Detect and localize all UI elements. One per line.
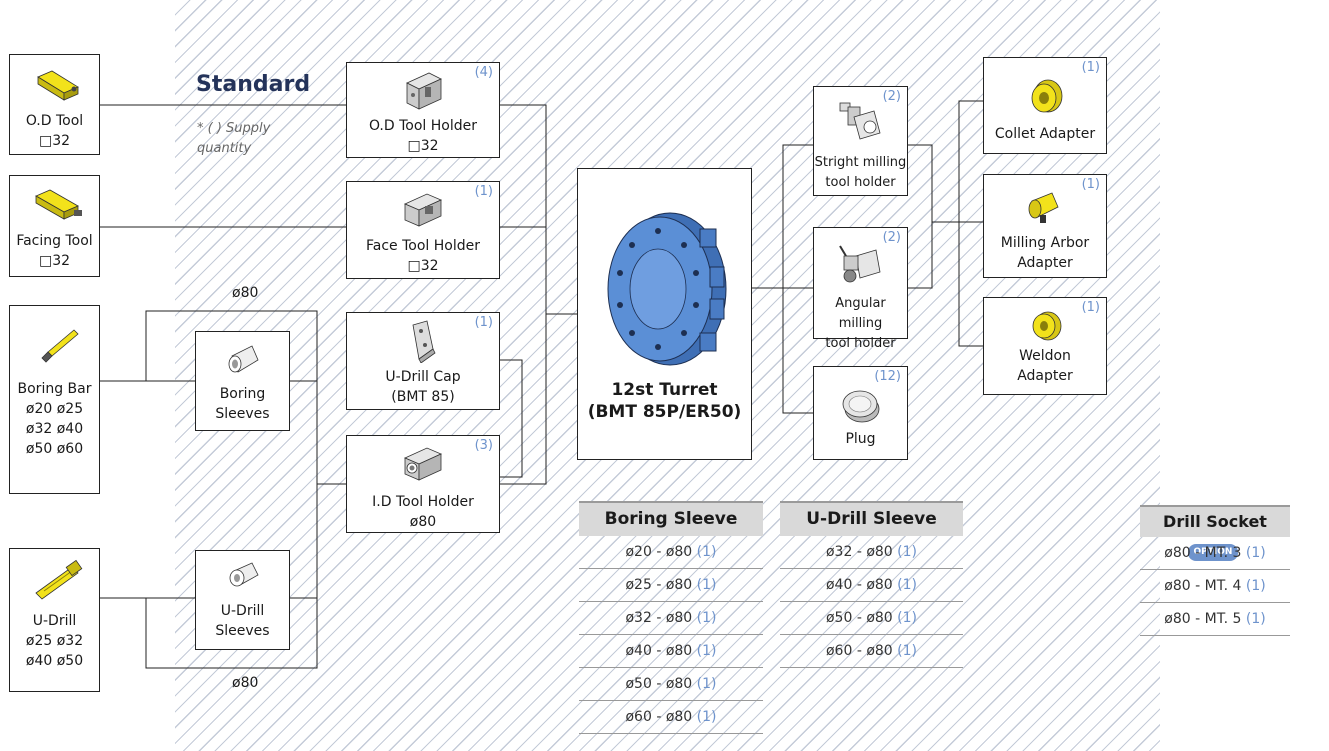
table-row: ø60 - ø80 (1) — [780, 635, 963, 668]
od-tool-holder-icon — [406, 72, 442, 110]
od-tool-holder-box: (4) O.D Tool Holder□32 — [346, 62, 500, 158]
table-row: ø32 - ø80 (1) — [780, 536, 963, 569]
table-row: ø40 - ø80 (1) — [579, 635, 763, 668]
u-drill-icon — [35, 559, 83, 600]
angular-milling-qty: (2) — [882, 230, 901, 245]
u-drill-cap-qty: (1) — [474, 315, 493, 330]
u-drill-cap-label: U-Drill Cap(BMT 85) — [385, 369, 461, 405]
u-drill-sleeve-table: U-Drill Sleeve ø32 - ø80 (1) ø40 - ø80 (… — [780, 501, 963, 668]
milling-arbor-adapter-qty: (1) — [1081, 177, 1100, 192]
milling-arbor-icon — [1028, 192, 1059, 223]
face-tool-holder-box: (1) Face Tool Holder□32 — [346, 181, 500, 279]
table-header: Drill SocketOPTION — [1140, 505, 1290, 561]
table-row: ø20 - ø80 (1) — [579, 536, 763, 569]
note-line: quantity — [197, 141, 252, 156]
collet-adapter-icon — [1031, 79, 1063, 113]
table-header: Boring Sleeve — [579, 501, 763, 536]
od-tool-box: O.D Tool□32 — [9, 54, 100, 155]
plug-label: Plug — [845, 431, 876, 447]
table-row: ø80 - MT. 4 (1) — [1140, 570, 1290, 603]
plug-qty: (12) — [874, 369, 901, 384]
od-tool-icon — [37, 70, 79, 101]
plug-box: (12) Plug — [813, 366, 908, 460]
id-tool-holder-icon — [404, 447, 442, 481]
facing-tool-label: Facing Tool□32 — [16, 233, 93, 269]
od-tool-label: O.D Tool□32 — [25, 113, 84, 149]
collet-adapter-box: (1) Collet Adapter — [983, 57, 1107, 154]
table-row: ø32 - ø80 (1) — [579, 602, 763, 635]
face-tool-holder-qty: (1) — [474, 184, 493, 199]
turret-box: 12st Turret (BMT 85P/ER50) — [577, 168, 752, 460]
facing-tool-box: Facing Tool□32 — [9, 175, 100, 277]
boring-sleeve-icon — [228, 345, 259, 373]
option-badge: OPTION — [1187, 544, 1239, 561]
u-drill-cap-icon — [412, 320, 436, 363]
table-row: ø40 - ø80 (1) — [780, 569, 963, 602]
turret-icon — [607, 212, 727, 366]
id-tool-holder-qty: (3) — [474, 438, 493, 453]
stright-milling-qty: (2) — [882, 89, 901, 104]
drill-socket-table: Drill SocketOPTION ø80 - MT. 3 (1) ø80 -… — [1140, 505, 1290, 636]
table-row: ø50 - ø80 (1) — [579, 668, 763, 701]
dimension-label-bottom: ø80 — [232, 675, 259, 691]
table-row: ø60 - ø80 (1) — [579, 701, 763, 734]
supply-quantity-note: * ( ) Supply quantity — [197, 119, 270, 159]
table-row: ø50 - ø80 (1) — [780, 602, 963, 635]
boring-sleeve-table: Boring Sleeve ø20 - ø80 (1) ø25 - ø80 (1… — [579, 501, 763, 734]
angular-milling-icon — [839, 245, 881, 283]
table-row: ø80 - MT. 5 (1) — [1140, 603, 1290, 636]
collet-adapter-label: Collet Adapter — [994, 126, 1096, 142]
dimension-label-top: ø80 — [232, 285, 259, 301]
boring-bar-icon — [41, 329, 79, 363]
facing-tool-icon — [35, 189, 82, 220]
face-tool-holder-label: Face Tool Holder□32 — [366, 238, 480, 274]
face-tool-holder-icon — [404, 193, 442, 227]
weldon-adapter-icon — [1032, 311, 1062, 341]
od-tool-holder-qty: (4) — [474, 65, 493, 80]
table-header: U-Drill Sleeve — [780, 501, 963, 536]
weldon-adapter-qty: (1) — [1081, 300, 1100, 315]
collet-adapter-qty: (1) — [1081, 60, 1100, 75]
u-drill-sleeve-icon — [229, 562, 259, 587]
od-tool-holder-label: O.D Tool Holder□32 — [368, 118, 477, 154]
plug-icon — [842, 390, 880, 423]
section-title: Standard — [196, 72, 311, 97]
table-row: ø80 - MT. 3 (1) — [1140, 537, 1290, 570]
note-line: * ( ) Supply — [197, 121, 271, 136]
turret-label: 12st Turret (BMT 85P/ER50) — [587, 380, 742, 422]
table-row: ø25 - ø80 (1) — [579, 569, 763, 602]
stright-milling-icon — [839, 102, 881, 140]
u-drill-cap-box: (1) U-Drill Cap(BMT 85) — [346, 312, 500, 410]
